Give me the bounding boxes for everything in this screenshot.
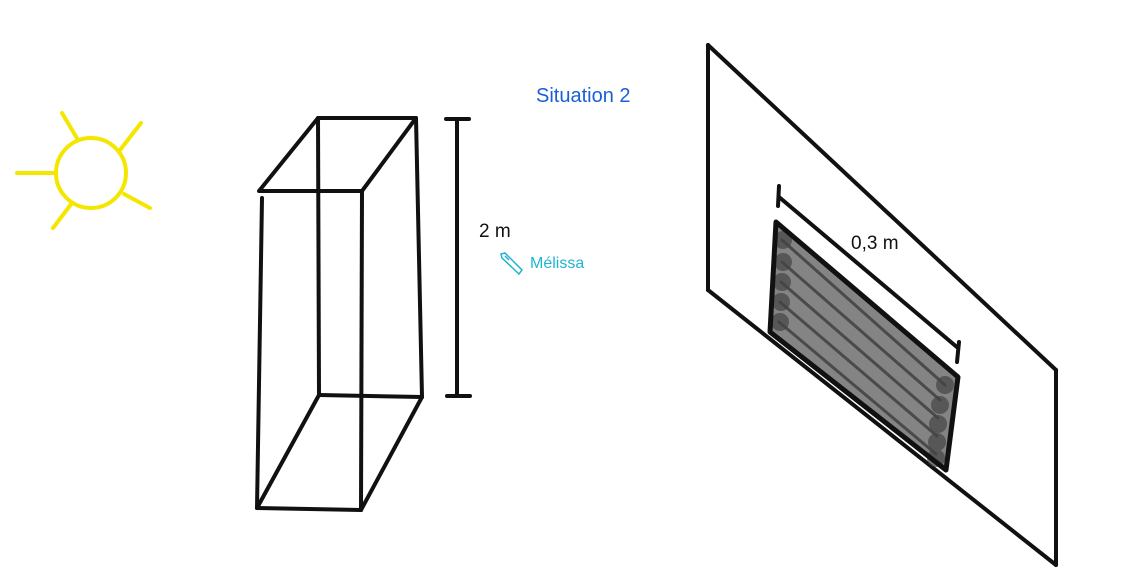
sun-icon xyxy=(15,111,152,230)
diagram-title: Situation 2 xyxy=(536,85,631,107)
author-tag: Mélissa xyxy=(498,251,584,277)
width-label: 0,3 m xyxy=(851,233,899,254)
author-name: Mélissa xyxy=(530,255,585,272)
tank-box xyxy=(255,116,424,512)
height-label: 2 m xyxy=(479,221,511,242)
height-dimension xyxy=(444,117,472,398)
marker-pen-icon xyxy=(500,252,523,276)
solar-collector xyxy=(767,219,961,473)
width-dimension xyxy=(776,184,961,364)
roof-plane xyxy=(706,43,1058,567)
